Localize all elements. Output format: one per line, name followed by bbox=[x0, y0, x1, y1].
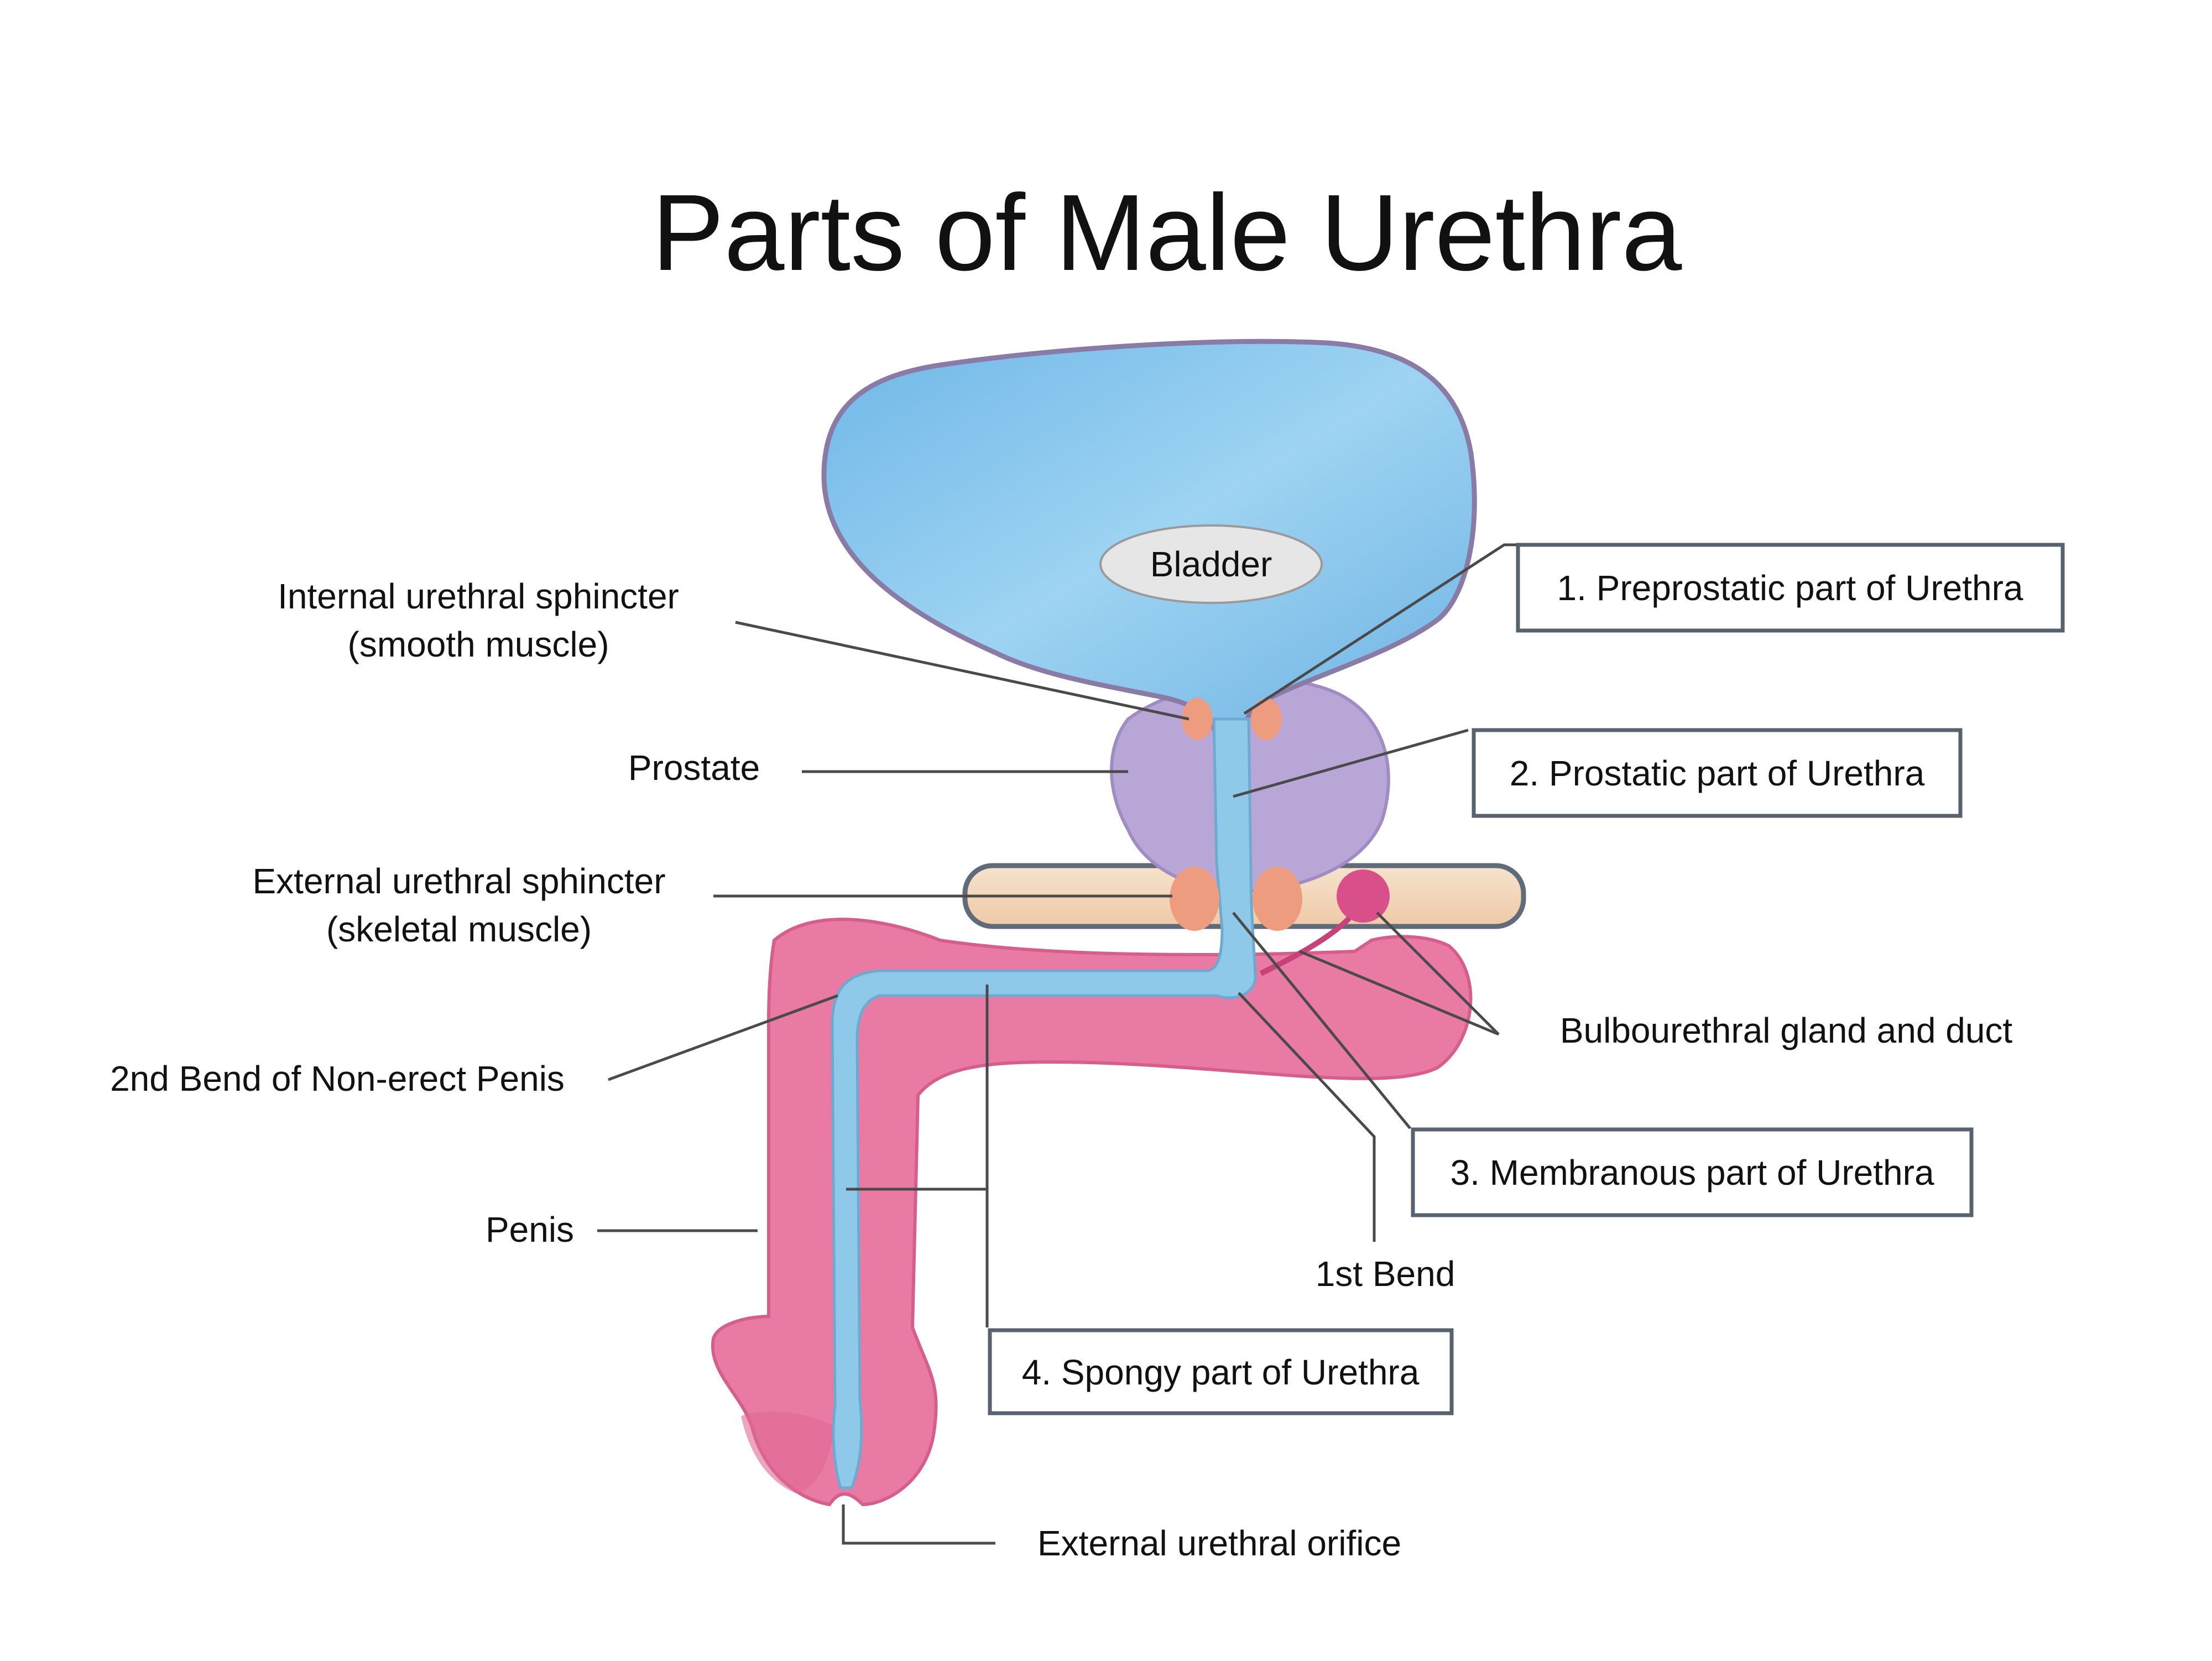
bladder-label-pill bbox=[1099, 524, 1323, 604]
leader-orifice bbox=[842, 1504, 995, 1545]
label-second-bend: 2nd Bend of Non-erect Penis bbox=[110, 1059, 565, 1098]
label-internal-sphincter: Internal urethral sphincter bbox=[278, 576, 679, 616]
internal-sphincter-left bbox=[1182, 698, 1213, 740]
label-first-bend: 1st Bend bbox=[1316, 1254, 1455, 1294]
glans-shape bbox=[741, 1411, 835, 1493]
box-preprostatic: 1. Preprostatic part of Urethra bbox=[1516, 543, 2065, 633]
bulbourethral-duct bbox=[1259, 916, 1352, 976]
label-external-sphincter-sub: (skeletal muscle) bbox=[326, 909, 592, 949]
label-prostate: Prostate bbox=[628, 748, 760, 788]
box-prostatic: 2. Prostatic part of Urethra bbox=[1472, 728, 1963, 818]
urethra-tube bbox=[831, 717, 1257, 1490]
bladder-label: Bladder bbox=[1150, 544, 1272, 584]
label-preprostatic: 1. Preprostatic part of Urethra bbox=[1557, 568, 2023, 608]
label-internal-sphincter-sub: (smooth muscle) bbox=[348, 624, 609, 664]
box-spongy: 4. Spongy part of Urethra bbox=[988, 1328, 1454, 1415]
leader-bulbourethral-2 bbox=[1299, 950, 1499, 1036]
leader-second-bend bbox=[608, 994, 838, 1081]
external-sphincter-left bbox=[1170, 867, 1219, 931]
label-external-sphincter: External urethral sphincter bbox=[252, 861, 665, 901]
leader-first-bend bbox=[1238, 992, 1376, 1242]
leader-internal-sphincter bbox=[735, 621, 1190, 721]
leader-membranous bbox=[1232, 912, 1411, 1129]
page-title: Parts of Male Urethra bbox=[652, 172, 1682, 293]
label-penis: Penis bbox=[486, 1210, 574, 1249]
label-spongy: 4. Spongy part of Urethra bbox=[1022, 1352, 1420, 1392]
label-bulbourethral: Bulbourethral gland and duct bbox=[1560, 1011, 2013, 1050]
leader-prostatic bbox=[1233, 728, 1469, 798]
box-membranous: 3. Membranous part of Urethra bbox=[1411, 1127, 1974, 1217]
leader-bulbourethral-1 bbox=[1376, 912, 1500, 1035]
bulbourethral-gland bbox=[1337, 869, 1390, 923]
label-membranous: 3. Membranous part of Urethra bbox=[1450, 1153, 1934, 1193]
leader-preprostatic bbox=[1243, 543, 1518, 715]
label-external-orifice: External urethral orifice bbox=[1037, 1523, 1401, 1563]
label-prostatic: 2. Prostatic part of Urethra bbox=[1510, 753, 1925, 793]
internal-sphincter-right bbox=[1251, 698, 1282, 740]
external-sphincter-right bbox=[1253, 867, 1302, 931]
penis-shape bbox=[711, 918, 1473, 1507]
